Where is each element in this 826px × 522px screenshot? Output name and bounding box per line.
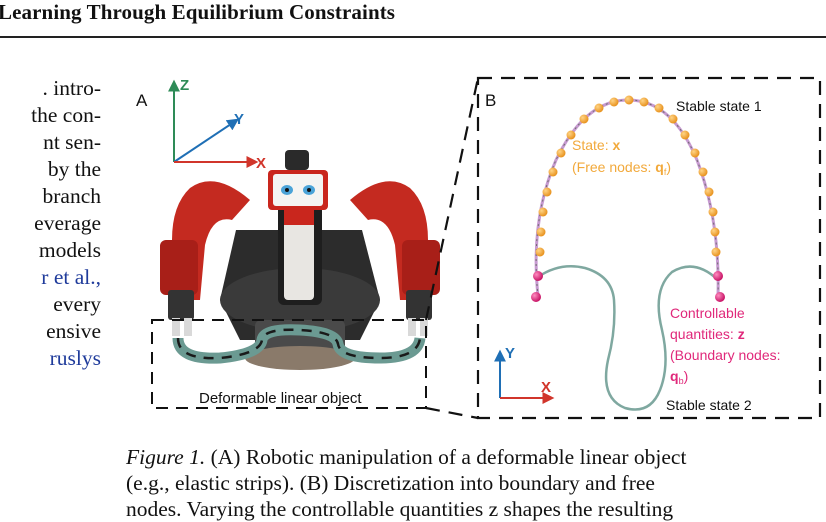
free-node [668, 114, 678, 124]
stable-state-1-label: Stable state 1 [676, 98, 762, 114]
left-line-1: . intro- [42, 76, 101, 100]
free-node [624, 95, 634, 105]
zoom-line-bottom [425, 406, 479, 420]
boundary-node [533, 271, 543, 281]
left-line-3: nt sen- [43, 130, 101, 154]
axis-y-label: Y [234, 111, 244, 128]
free-node [690, 148, 700, 158]
boundary-node [713, 271, 723, 281]
free-node [536, 227, 546, 237]
figure-caption: Figure 1. (A) Robotic manipulation of a … [126, 444, 686, 522]
left-line-7: models [38, 238, 101, 262]
free-node [708, 207, 718, 217]
panel-a-label: A [136, 91, 148, 110]
page-header-title: Learning Through Equilibrium Constraints [0, 0, 396, 24]
zoom-line-top [424, 77, 480, 321]
free-node [710, 227, 720, 237]
free-node [711, 247, 721, 257]
left-line-11-ref[interactable]: ruslys [49, 346, 101, 370]
free-node [579, 114, 589, 124]
boundary-nodes [531, 271, 725, 302]
axis-z-label: Z [180, 77, 189, 94]
boundary-node [531, 292, 541, 302]
boundary-node [715, 292, 725, 302]
header-rule [0, 36, 826, 38]
left-line-8-ref[interactable]: r et al., [41, 265, 101, 289]
free-node [556, 148, 566, 158]
stable-state-2-curve [537, 265, 719, 411]
controllable-label-line1: Controllable [670, 305, 745, 321]
free-node [654, 103, 664, 113]
caption-line-2: (e.g., elastic strips). (B) Discretizati… [126, 471, 655, 495]
object-label: Deformable linear object [199, 390, 362, 407]
free-node [594, 103, 604, 113]
free-node [538, 207, 548, 217]
left-line-6: everage [34, 211, 101, 235]
left-line-9: every [53, 292, 101, 316]
free-node [639, 97, 649, 107]
free-node [704, 187, 714, 197]
state-label: State: x [572, 137, 620, 153]
panel-a: A Z Y X [136, 77, 480, 420]
stable-state-2-label: Stable state 2 [666, 397, 752, 413]
axis-x-label: X [256, 155, 266, 172]
boundary-nodes-label: (Boundary nodes: [670, 347, 781, 363]
free-node [680, 130, 690, 140]
axis-y-arrow [173, 118, 239, 163]
left-line-5: branch [42, 184, 102, 208]
panel-b-frame [476, 76, 822, 420]
boundary-var-label: qb) [670, 368, 688, 386]
panel-b: B [476, 76, 822, 420]
panel-b-label: B [485, 91, 496, 110]
free-nodes [535, 95, 721, 257]
free-node [542, 187, 552, 197]
free-node [698, 167, 708, 177]
panel-b-axis-y-label: Y [505, 345, 515, 362]
left-line-10: ensive [46, 319, 101, 343]
free-nodes-label: (Free nodes: qf) [572, 159, 671, 177]
object-bounding-box [151, 319, 427, 409]
left-line-4: by the [47, 157, 101, 181]
robot-image [160, 150, 440, 370]
free-node [548, 167, 558, 177]
left-column-text: . intro- the con- nt sen- by the branch … [31, 75, 101, 372]
free-node [535, 247, 545, 257]
controllable-label-line2: quantities: z [670, 326, 745, 342]
left-line-2: the con- [31, 103, 101, 127]
panel-b-axis-x-label: X [541, 379, 551, 396]
caption-line-1: Figure 1. (A) Robotic manipulation of a … [126, 445, 687, 469]
free-node [566, 130, 576, 140]
caption-figure-label: Figure 1. [126, 445, 206, 469]
free-node [609, 97, 619, 107]
caption-line-3: nodes. Varying the controllable quantiti… [126, 497, 674, 521]
